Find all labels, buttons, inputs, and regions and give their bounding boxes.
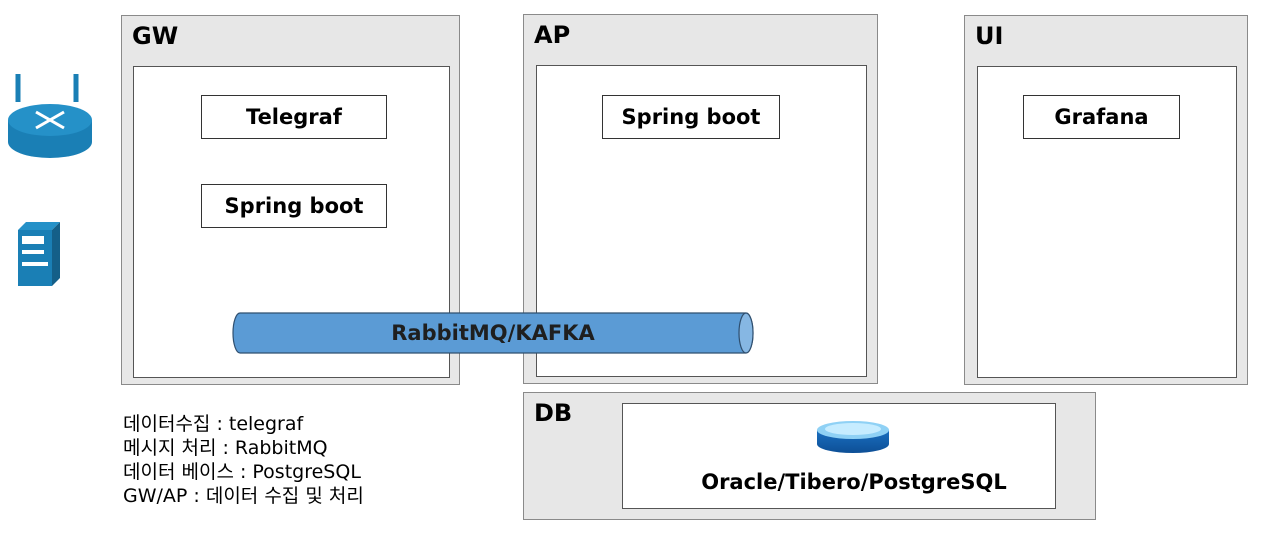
notes-list: 데이터수집 : telegraf 메시지 처리 : RabbitMQ 데이터 베… <box>123 412 364 508</box>
ap-spring-boot-box: Spring boot <box>602 95 780 139</box>
note-line: 데이터 베이스 : PostgreSQL <box>123 461 361 483</box>
db-panel: DB <box>523 392 1096 520</box>
db-inner <box>622 403 1056 509</box>
db-label: Oracle/Tibero/PostgreSQL <box>701 470 1007 494</box>
grafana-box: Grafana <box>1023 95 1180 139</box>
ui-title: UI <box>975 22 1004 50</box>
note-line: 메시지 처리 : RabbitMQ <box>123 437 328 459</box>
note-line: GW/AP : 데이터 수집 및 처리 <box>123 485 364 507</box>
server-icon <box>18 222 60 286</box>
note-line: 데이터수집 : telegraf <box>123 413 304 435</box>
ui-panel: UI <box>964 15 1248 385</box>
gw-spring-boot-box: Spring boot <box>201 184 387 228</box>
message-queue-label: RabbitMQ/KAFKA <box>391 321 595 345</box>
database-icon <box>817 421 889 453</box>
ap-title: AP <box>534 21 571 49</box>
gw-title: GW <box>132 22 179 50</box>
message-queue-cylinder <box>232 312 754 354</box>
db-title: DB <box>534 399 573 427</box>
router-icon <box>8 74 92 158</box>
telegraf-box: Telegraf <box>201 95 387 139</box>
